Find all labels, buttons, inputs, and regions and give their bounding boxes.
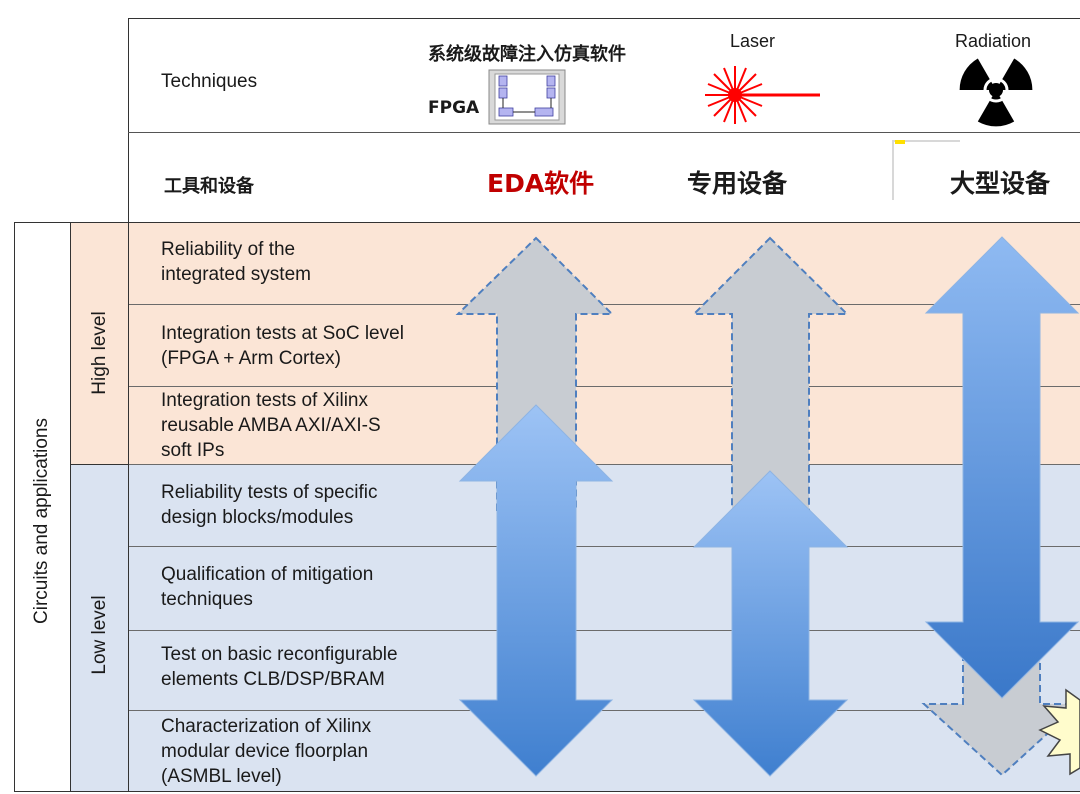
- grid-line: [128, 132, 1080, 133]
- large-label: 大型设备: [950, 169, 1051, 198]
- row-bg-7: [128, 710, 1080, 792]
- laser-label: Laser: [730, 31, 776, 51]
- special-label: 专用设备: [687, 169, 788, 198]
- starburst-icon: [1038, 688, 1080, 776]
- grid-line: [128, 18, 129, 792]
- row-label-2: Integration tests at SoC level (FPGA + A…: [161, 323, 404, 369]
- row-bg-6: [128, 630, 1080, 710]
- grid-line: [14, 791, 1080, 792]
- low-level-band: [70, 464, 128, 792]
- row-bg-5: [128, 546, 1080, 630]
- fpga-grid-icon: [488, 69, 566, 125]
- blue-double-arrow-3: [924, 236, 1080, 699]
- grid-line: [14, 222, 1080, 223]
- blue-double-arrow-1: [458, 404, 614, 777]
- row-label-3: Integration tests of Xilinx reusable AMB…: [161, 390, 381, 461]
- high-level-band: [70, 222, 128, 464]
- radiation-trefoil-icon: [959, 58, 1033, 127]
- fpga-label: FPGA: [428, 98, 480, 118]
- grid-line: [70, 222, 71, 792]
- yellow-bracket-mark: [892, 140, 960, 200]
- blue-double-arrow-2: [692, 470, 849, 777]
- row-bg-3: [128, 386, 1080, 464]
- techniques-label: Techniques: [161, 71, 258, 92]
- row-label-5: Qualification of mitigation techniques: [161, 564, 374, 610]
- row-label-4: Reliability tests of specific design blo…: [161, 482, 378, 528]
- radiation-label: Radiation: [955, 31, 1032, 51]
- row-label-6: Test on basic reconfigurable elements CL…: [161, 644, 398, 690]
- tools-label: 工具和设备: [164, 176, 254, 197]
- grid-line: [70, 464, 128, 465]
- grid-line: [128, 18, 1080, 19]
- row-label-7: Characterization of Xilinx modular devic…: [161, 716, 372, 787]
- grid-line: [14, 222, 15, 792]
- laser-burst-icon: [705, 66, 820, 124]
- eda-label: EDA软件: [487, 169, 595, 198]
- sim-label: 系统级故障注入仿真软件: [428, 44, 626, 65]
- row-label-1: Reliability of the integrated system: [161, 239, 311, 285]
- row-bg-2: [128, 304, 1080, 386]
